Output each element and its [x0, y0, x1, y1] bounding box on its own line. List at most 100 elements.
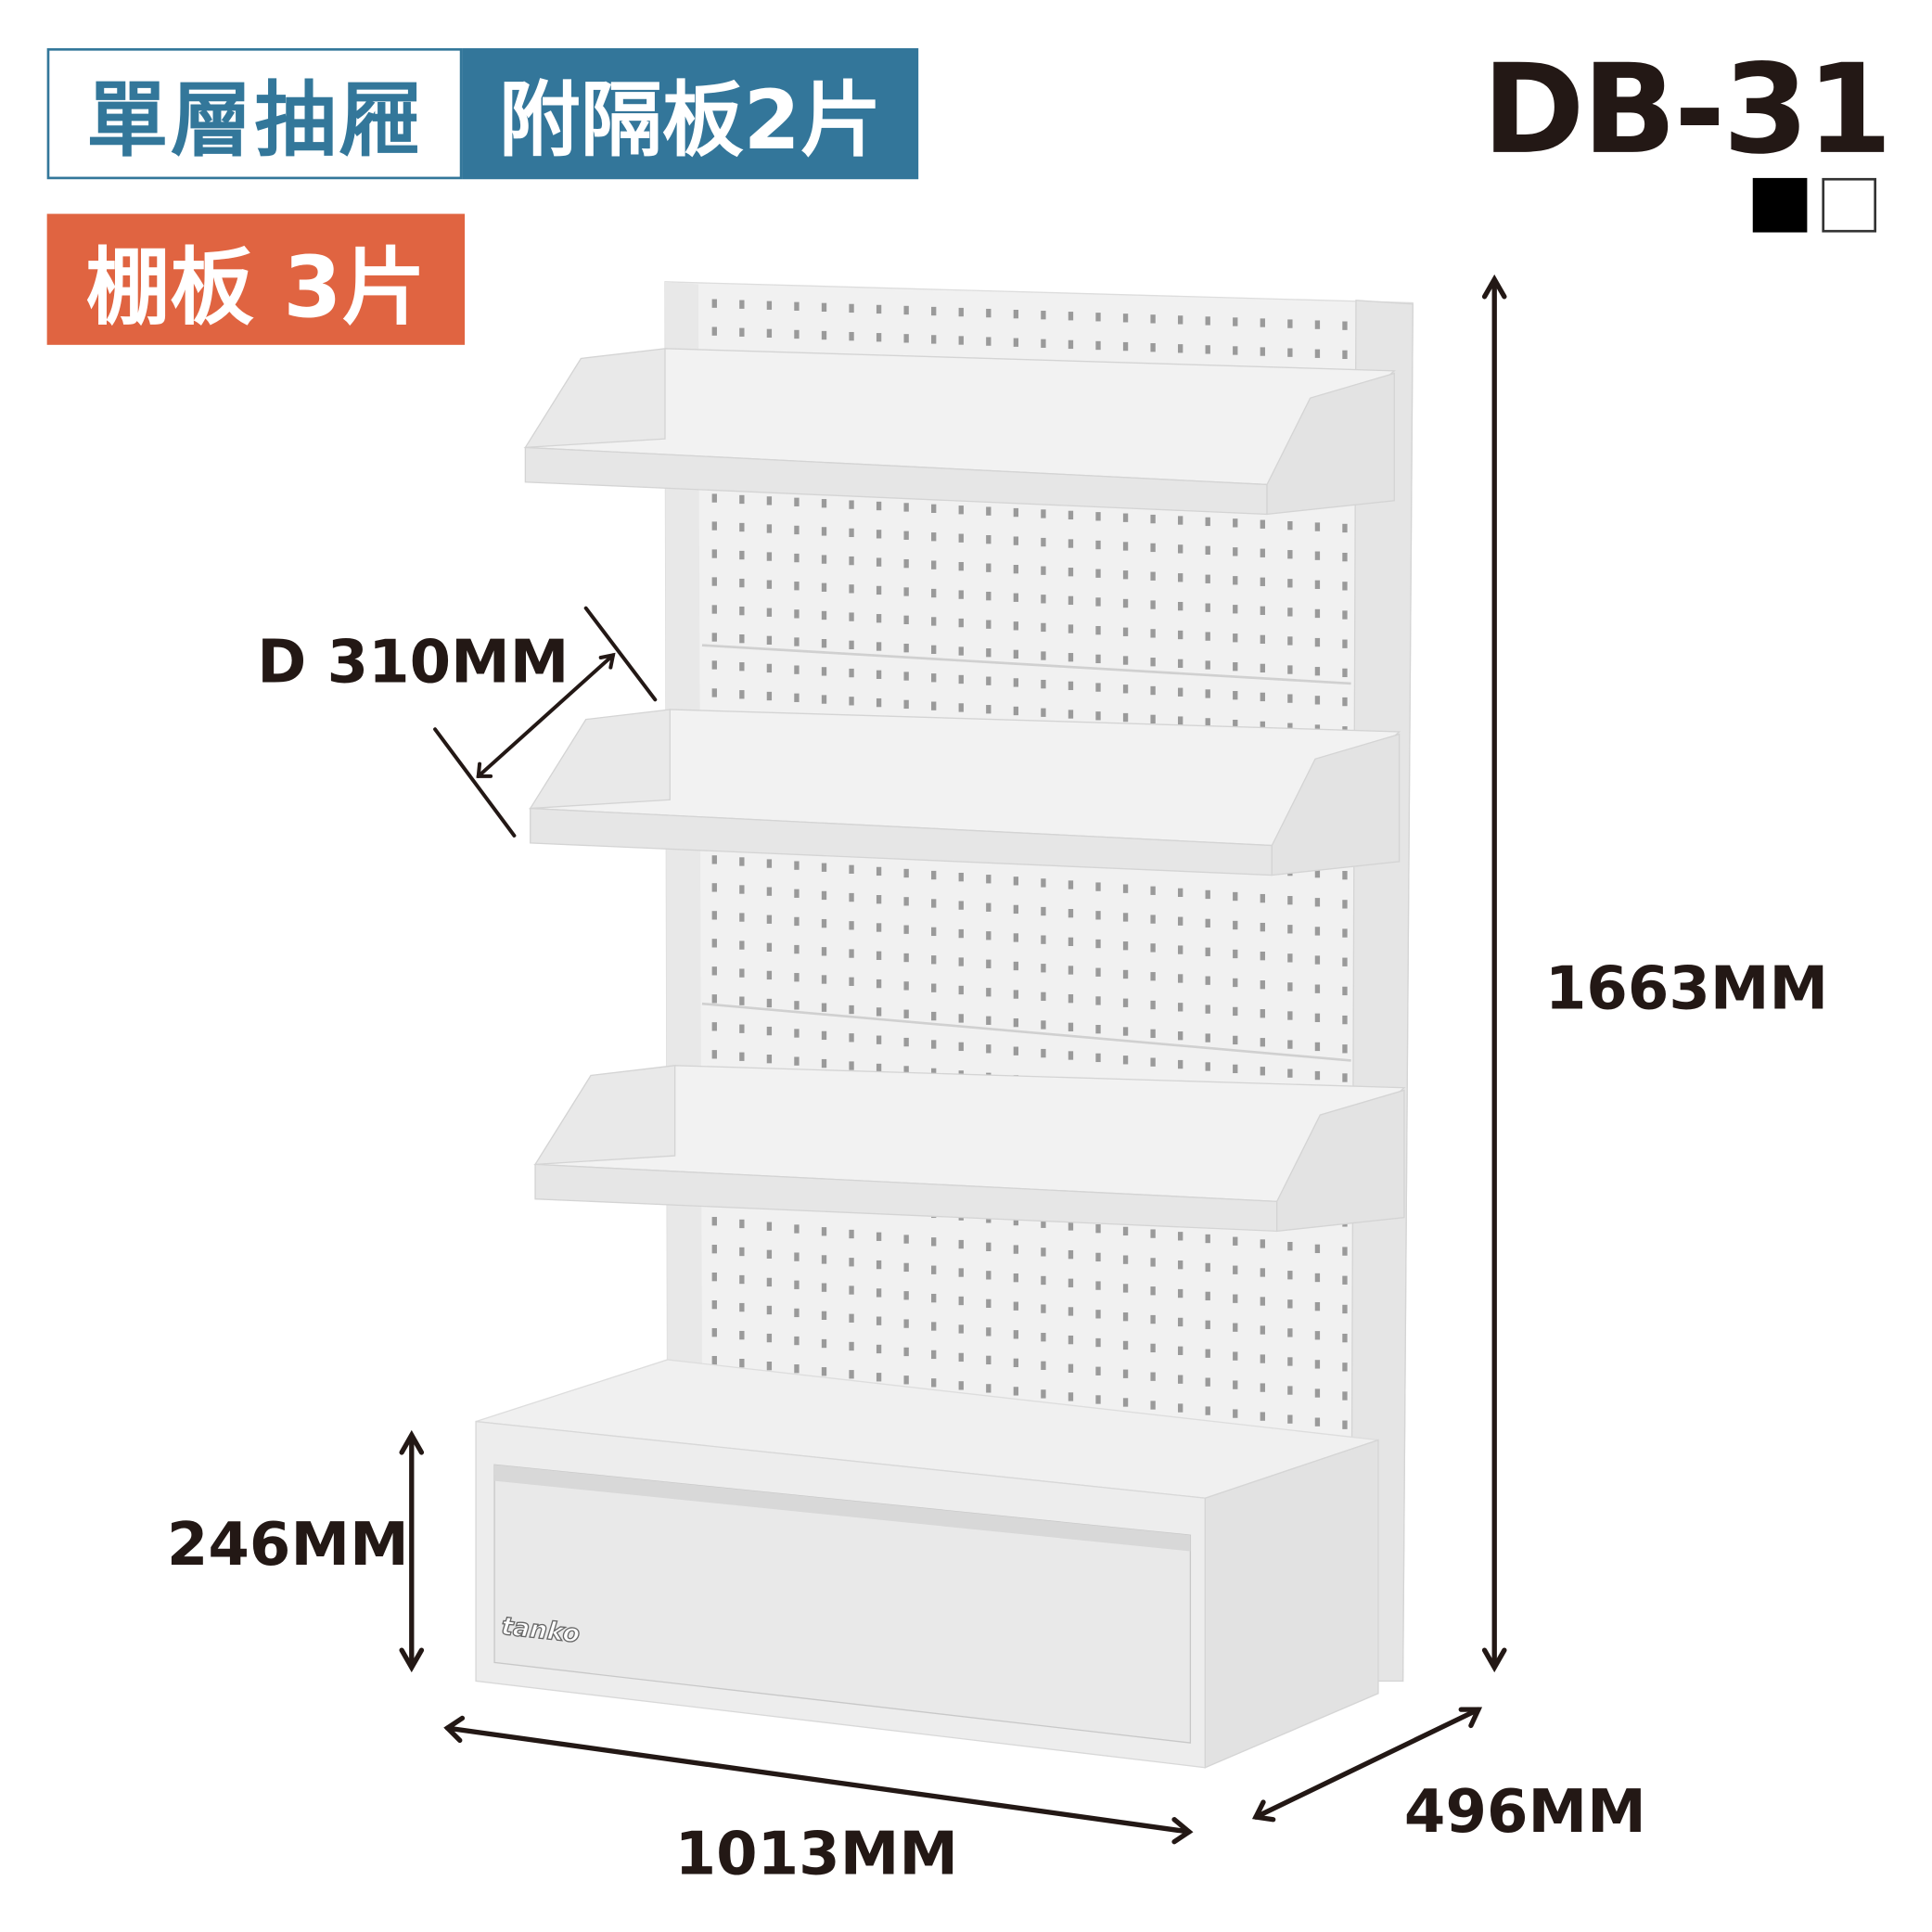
peg-hole [958, 1268, 964, 1277]
peg-hole [986, 1299, 992, 1309]
peg-hole [1342, 1015, 1348, 1025]
color-swatch-white[interactable] [1822, 177, 1877, 233]
color-swatch-black[interactable] [1752, 177, 1808, 233]
peg-hole [876, 979, 882, 989]
peg-hole [821, 582, 827, 592]
peg-hole [794, 973, 800, 982]
peg-hole [1041, 1247, 1046, 1257]
peg-hole [711, 966, 717, 976]
peg-hole [849, 864, 854, 874]
peg-hole [876, 1260, 882, 1270]
model-number: DB-31 [1482, 36, 1892, 182]
peg-hole [1013, 1273, 1019, 1283]
peg-hole [1342, 1363, 1348, 1372]
peg-hole [1177, 687, 1184, 697]
peg-hole [739, 300, 745, 309]
peg-hole [1314, 320, 1321, 329]
peg-hole [1041, 1389, 1046, 1399]
peg-hole [1314, 1273, 1321, 1283]
peg-hole [903, 334, 909, 343]
peg-hole [958, 928, 964, 939]
peg-hole [986, 506, 992, 516]
peg-hole [794, 329, 800, 339]
peg-hole [821, 1283, 827, 1292]
peg-hole [1095, 1337, 1101, 1348]
peg-hole [1314, 667, 1321, 676]
peg-hole [794, 916, 800, 927]
peg-hole [1233, 949, 1238, 959]
peg-hole [821, 330, 827, 340]
peg-hole [739, 996, 745, 1005]
peg-hole [876, 951, 882, 960]
peg-hole [903, 1319, 909, 1328]
peg-hole [1233, 1409, 1238, 1418]
peg-hole [1260, 1067, 1265, 1076]
peg-hole [1205, 1377, 1210, 1387]
peg-hole [1342, 1073, 1348, 1082]
peg-hole [1233, 317, 1238, 326]
peg-hole [931, 870, 937, 880]
peg-hole [903, 587, 909, 596]
peg-hole [1177, 888, 1184, 898]
shelf [523, 348, 1396, 516]
peg-hole [876, 697, 882, 708]
peg-hole [1177, 601, 1184, 611]
peg-hole [849, 303, 854, 313]
peg-hole [1095, 1310, 1101, 1319]
peg-hole [1095, 911, 1101, 920]
peg-hole [1287, 348, 1293, 357]
peg-hole [1342, 350, 1348, 360]
peg-hole [1095, 597, 1101, 607]
peg-hole [1122, 1312, 1129, 1322]
peg-hole [1314, 349, 1321, 358]
peg-hole [1233, 1380, 1238, 1389]
peg-hole [1013, 593, 1019, 602]
peg-hole [1287, 608, 1293, 617]
peg-hole [849, 892, 854, 902]
peg-hole [1233, 1006, 1238, 1017]
peg-hole [1260, 1009, 1265, 1018]
peg-hole [794, 497, 800, 506]
peg-hole [1122, 1226, 1129, 1236]
peg-hole [739, 1330, 745, 1340]
peg-hole [1287, 1299, 1293, 1309]
peg-hole [1342, 321, 1348, 330]
peg-hole [931, 645, 937, 655]
peg-hole [986, 534, 992, 544]
peg-hole [1041, 651, 1046, 660]
peg-hole [1205, 918, 1210, 928]
peg-hole [1342, 871, 1348, 880]
peg-hole [986, 620, 992, 629]
peg-hole [931, 1237, 937, 1247]
peg-hole [1041, 1020, 1046, 1030]
peg-hole [1122, 1056, 1129, 1065]
peg-hole [1150, 314, 1156, 324]
peg-hole [1150, 915, 1156, 924]
peg-hole [1205, 1234, 1210, 1244]
peg-hole [1150, 543, 1156, 553]
peg-hole [1314, 1070, 1321, 1081]
peg-hole [711, 994, 717, 1004]
peg-hole [766, 1277, 773, 1287]
peg-hole [1177, 1003, 1184, 1012]
peg-hole [876, 304, 882, 314]
peg-hole [1260, 577, 1265, 586]
peg-hole [931, 306, 937, 316]
peg-hole [1342, 1333, 1348, 1343]
peg-hole [876, 557, 882, 567]
peg-hole [1013, 309, 1019, 319]
peg-hole [876, 585, 882, 595]
peg-hole [986, 1355, 992, 1365]
peg-hole [1013, 990, 1019, 999]
peg-hole [958, 1239, 964, 1249]
peg-hole [766, 1362, 773, 1371]
peg-hole [1205, 718, 1210, 727]
peg-hole [1287, 723, 1293, 732]
peg-hole [1150, 1057, 1156, 1067]
peg-hole [958, 336, 964, 345]
peg-hole [1095, 654, 1101, 664]
peg-hole [1233, 346, 1238, 355]
peg-hole [739, 578, 745, 588]
peg-hole [903, 1037, 909, 1047]
peg-hole [794, 1308, 800, 1318]
